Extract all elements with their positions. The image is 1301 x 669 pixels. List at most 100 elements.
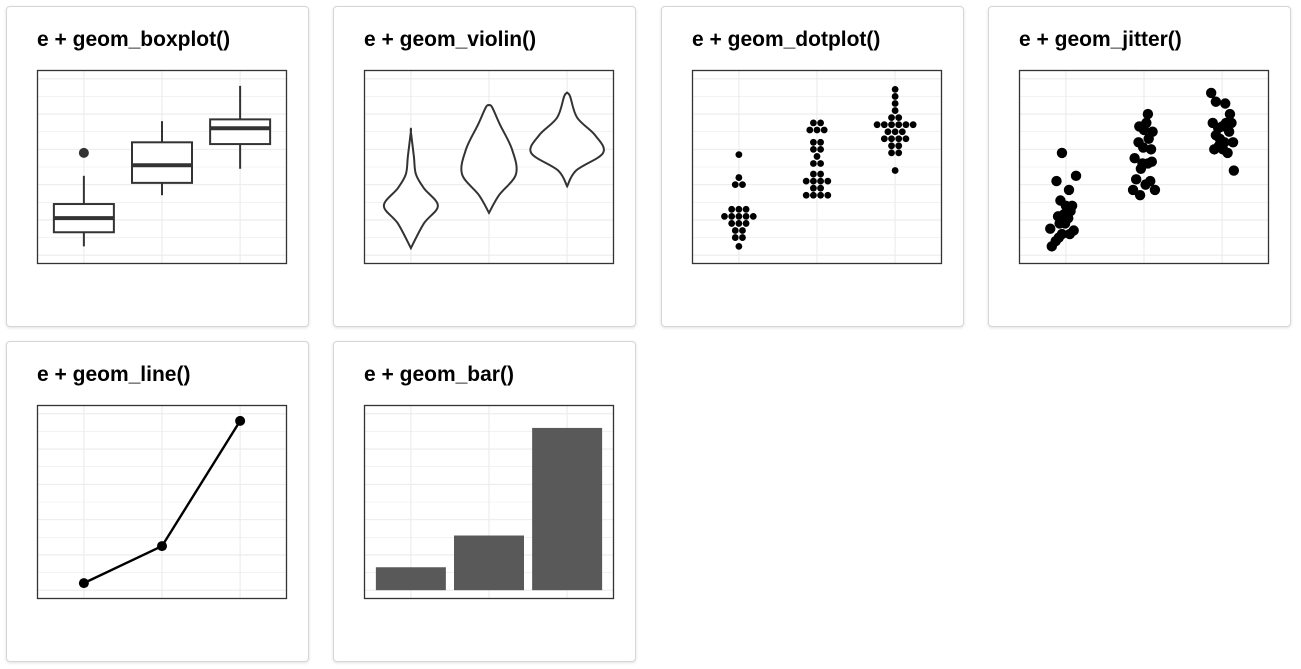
dot <box>817 145 824 153</box>
dot <box>817 184 824 192</box>
panel-border <box>36 404 288 600</box>
dot <box>728 220 736 227</box>
dot <box>721 212 728 220</box>
panel-border <box>363 69 615 265</box>
jitter-chart <box>1018 69 1270 265</box>
card-title: e + geom_jitter() <box>1019 28 1182 51</box>
jitter-point <box>1055 195 1066 206</box>
dot <box>810 145 817 153</box>
dot <box>731 227 739 234</box>
dot <box>742 220 750 227</box>
panel-border <box>691 69 943 265</box>
dot <box>891 86 899 93</box>
jitter-point <box>1222 147 1233 159</box>
dot <box>895 135 903 143</box>
dot <box>810 160 817 167</box>
plot-canvas <box>691 69 943 265</box>
dot <box>888 149 895 157</box>
dot <box>749 212 757 220</box>
dot <box>888 121 895 129</box>
jitter-point <box>1056 228 1068 240</box>
jitter-point <box>1145 175 1156 187</box>
dot <box>810 138 817 146</box>
violin-card: e + geom_violin() <box>333 6 636 327</box>
card-title: e + geom_line() <box>37 363 191 386</box>
dot <box>739 227 746 234</box>
dot <box>742 212 750 220</box>
jitter-point <box>1223 126 1235 137</box>
dot <box>813 153 821 160</box>
panel-border <box>1018 69 1270 265</box>
box <box>131 141 193 184</box>
jitter-point <box>1224 108 1236 120</box>
dot <box>735 212 743 220</box>
card-title: e + geom_boxplot() <box>37 28 231 51</box>
jitter-point <box>1147 126 1158 137</box>
dot <box>810 119 817 127</box>
dot <box>810 184 817 192</box>
jitter-point <box>1145 144 1157 155</box>
boxplot-card: e + geom_boxplot() <box>6 6 309 327</box>
violin-chart <box>363 69 615 265</box>
jitter-point <box>1226 117 1237 129</box>
dot <box>739 181 746 189</box>
dot <box>824 177 832 185</box>
jitter-point <box>1045 223 1056 234</box>
dot <box>817 119 824 127</box>
jitter-point <box>1205 87 1217 99</box>
dot <box>817 160 824 167</box>
jitter-point <box>1070 170 1082 182</box>
jitter-point <box>1068 225 1079 236</box>
dot <box>888 114 895 122</box>
jitter-card: e + geom_jitter() <box>988 6 1291 327</box>
plot-canvas <box>36 69 288 265</box>
jitter-point <box>1134 121 1145 132</box>
boxplot-chart <box>36 69 288 265</box>
box-outlier <box>78 147 89 158</box>
dot <box>880 135 888 143</box>
line-card: e + geom_line() <box>6 341 309 662</box>
card-title: e + geom_bar() <box>364 363 514 386</box>
plot-canvas <box>36 404 288 600</box>
dot <box>735 205 743 213</box>
box <box>209 118 272 146</box>
dot <box>880 121 888 129</box>
dot <box>731 181 739 189</box>
dotplot-chart <box>691 69 943 265</box>
dot <box>810 191 817 199</box>
line-chart <box>36 404 288 600</box>
dot <box>817 177 824 185</box>
dot <box>728 205 736 213</box>
jitter-point <box>1149 184 1161 196</box>
bar <box>454 535 524 591</box>
dot <box>735 220 743 227</box>
jitter-point <box>1129 152 1140 164</box>
jitter-point <box>1138 142 1149 153</box>
dot <box>817 191 824 199</box>
dot <box>891 93 899 100</box>
dot <box>898 128 906 136</box>
dot <box>888 135 895 143</box>
dot <box>817 138 824 146</box>
dot <box>824 191 832 199</box>
jitter-point <box>1056 147 1068 159</box>
jitter-point <box>1210 96 1222 107</box>
dot <box>891 167 899 174</box>
dot <box>731 234 739 241</box>
dot <box>895 114 903 122</box>
dotplot-card: e + geom_dotplot() <box>661 6 964 327</box>
dot <box>735 151 743 159</box>
jitter-point <box>1220 98 1231 109</box>
dot <box>820 126 828 134</box>
dot <box>810 170 817 178</box>
jitter-point <box>1227 137 1239 148</box>
dot <box>902 135 910 143</box>
dot <box>909 121 917 129</box>
dot <box>817 170 824 178</box>
bar <box>375 567 446 591</box>
plot-canvas <box>363 404 615 600</box>
plot-canvas <box>363 69 615 265</box>
jitter-point <box>1228 165 1240 176</box>
dot <box>728 212 736 220</box>
panel-border <box>363 404 615 600</box>
